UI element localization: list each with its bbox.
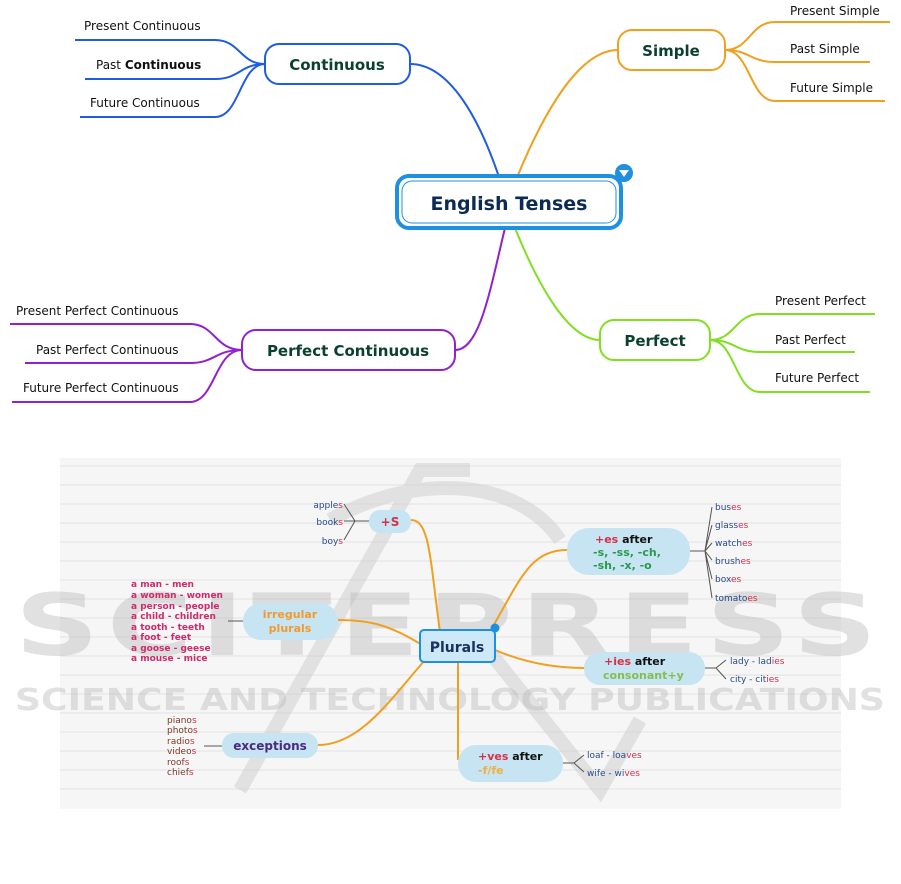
node-irregular[interactable]: [243, 603, 338, 640]
svg-text:+ies after: +ies after: [604, 655, 666, 668]
node-es[interactable]: [567, 528, 690, 575]
leaf: a goose - geese: [131, 644, 211, 654]
leaf: a tooth - teeth: [131, 623, 205, 633]
tenses-nodes: English Tenses Continuous Simple Perfect…: [16, 4, 880, 395]
leaf: Future Perfect: [775, 371, 859, 385]
svg-text:+ves after: +ves after: [478, 750, 543, 763]
leaf: radios: [167, 737, 195, 747]
tenses-mind-map: [10, 21, 890, 403]
leaf: loaf - loaves: [587, 751, 642, 761]
leaf: books: [316, 518, 343, 528]
leaf: watches: [715, 539, 753, 549]
svg-text:plurals: plurals: [269, 622, 312, 635]
leaf: Present Perfect Continuous: [16, 304, 178, 318]
svg-text:+es after: +es after: [595, 533, 653, 546]
svg-text:+S: +S: [381, 515, 400, 529]
leaf: Past Simple: [790, 42, 860, 56]
leaf: a woman - women: [131, 591, 223, 601]
center-node-label: English Tenses: [431, 193, 588, 215]
leaf: a mouse - mice: [131, 654, 208, 664]
leaf: chiefs: [167, 768, 194, 778]
node-simple-label: Simple: [642, 42, 700, 60]
leaf: roofs: [167, 758, 190, 768]
leaf: tomatoes: [715, 594, 758, 604]
leaf: buses: [715, 503, 742, 513]
branch-simple: [517, 49, 619, 176]
svg-text:consonant+y: consonant+y: [603, 669, 684, 682]
leaf: wife - wives: [587, 769, 640, 779]
node-ies[interactable]: [584, 652, 705, 685]
node-perfect-continuous-label: Perfect Continuous: [267, 342, 429, 360]
svg-text:-sh, -x, -o: -sh, -x, -o: [593, 559, 652, 572]
leaf: Future Simple: [790, 81, 873, 95]
node-perfect-continuous[interactable]: [241, 329, 456, 371]
branch-perfect-continuous: [454, 227, 506, 351]
node-exceptions[interactable]: [222, 733, 318, 758]
center-node[interactable]: [395, 174, 623, 230]
leaf: lady - ladies: [730, 657, 785, 667]
svg-text:-s, -ss, -ch,: -s, -ss, -ch,: [593, 546, 661, 559]
leaf: a man - men: [131, 580, 194, 590]
leaf: photos: [167, 726, 198, 736]
leaf: boys: [322, 537, 344, 547]
leaf: glasses: [715, 521, 749, 531]
leaf: Present Simple: [790, 4, 880, 18]
plurals-center-label: Plurals: [430, 640, 485, 656]
leaf: Past Continuous: [96, 58, 201, 72]
leaf: Past Perfect: [775, 333, 846, 347]
plurals-center-node[interactable]: [419, 629, 496, 663]
leaf: apples: [313, 501, 343, 511]
leaf: pianos: [167, 716, 197, 726]
leaf: a person - people: [131, 602, 220, 612]
node-perfect-label: Perfect: [624, 332, 685, 350]
leaf: boxes: [715, 575, 742, 585]
branch-perfect: [514, 227, 601, 341]
leaf: brushes: [715, 557, 751, 567]
leaf: Future Perfect Continuous: [23, 381, 179, 395]
node-continuous-label: Continuous: [289, 56, 385, 74]
leaf: city - cities: [730, 675, 779, 685]
leaf: videos: [167, 747, 197, 757]
node-plus-s[interactable]: [369, 510, 411, 533]
node-continuous[interactable]: [264, 43, 411, 85]
leaf: Future Continuous: [90, 96, 200, 110]
leaf: a child - children: [131, 612, 216, 622]
node-simple[interactable]: [617, 29, 726, 71]
collapse-icon[interactable]: [490, 623, 500, 633]
leaf: Past Perfect Continuous: [36, 343, 178, 357]
node-ves[interactable]: [458, 745, 563, 782]
svg-text:exceptions: exceptions: [233, 739, 307, 753]
leaf: Present Continuous: [84, 19, 201, 33]
svg-text:SCIENCE AND TECHNOLOGY PUBLICA: SCIENCE AND TECHNOLOGY PUBLICATIONS: [15, 683, 885, 718]
svg-text:irregular: irregular: [263, 608, 318, 621]
leaf: a foot - feet: [131, 633, 192, 643]
node-perfect[interactable]: [599, 319, 711, 361]
plurals-mind-map: SCITEPRESS SCIENCE AND TECHNOLOGY PUBLIC…: [15, 458, 885, 809]
leaf: Present Perfect: [775, 294, 866, 308]
svg-text:-f/fe: -f/fe: [478, 764, 504, 777]
branch-continuous: [409, 63, 501, 181]
